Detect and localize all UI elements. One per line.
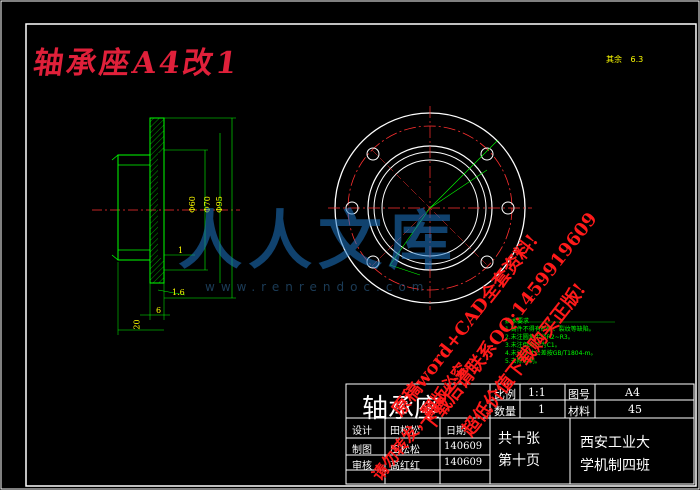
drawing-title: 轴承座A4改1 — [31, 46, 242, 81]
dim-len2: 6 — [156, 306, 162, 315]
roughness-mark: 其余 6.3 — [606, 54, 643, 65]
dim-tol: 1.6 — [172, 288, 185, 297]
draw-date: 140609 — [444, 441, 483, 452]
watermark-url: www.renrendoc.com — [205, 280, 430, 294]
scale-value: 1:1 — [528, 386, 546, 399]
drawing-no-label: 图号 — [568, 388, 590, 401]
roughness-label: 其余 — [606, 55, 622, 64]
school-line-1: 西安工业大 — [580, 435, 650, 451]
part-name: 轴承座 — [362, 394, 441, 424]
review-date: 140609 — [444, 457, 483, 468]
tech-note-3: 3.未注倒角均为C1。 — [505, 342, 561, 349]
drawing-no-value: A4 — [625, 386, 640, 399]
sheets-total: 共十张 — [498, 431, 540, 447]
school-line-2: 学机制四班 — [580, 458, 650, 474]
design-label: 设计 — [352, 426, 372, 437]
tech-note-0: 技术要求 — [505, 318, 530, 325]
dim-len1: 20 — [132, 319, 142, 330]
review-label: 审核 — [352, 461, 372, 472]
tech-note-2: 2.未注圆角半径R2~R3。 — [505, 334, 574, 341]
date-label: 日期 — [446, 426, 466, 437]
scale-label: 比例 — [494, 388, 516, 401]
tech-note-4: 4.未注尺寸公差按GB/T1804-m。 — [505, 350, 597, 357]
tech-note-5: 5.去除毛刺。 — [505, 358, 541, 365]
qty-label: 数量 — [494, 405, 516, 418]
tech-notes: 技术要求 1.铸件不得有砂眼、裂纹等缺陷。 2.未注圆角半径R2~R3。 3.未… — [505, 318, 596, 366]
section-view — [92, 117, 240, 335]
design-name: 田松松 — [390, 426, 420, 437]
roughness-value: 6.3 — [630, 55, 644, 64]
material-value: 45 — [628, 403, 642, 416]
watermark-logo: 人人文库 — [178, 204, 458, 279]
inner-border — [25, 23, 697, 487]
sheet-number: 第十页 — [498, 453, 540, 469]
review-name: 高红红 — [390, 461, 420, 472]
tech-note-1: 1.铸件不得有砂眼、裂纹等缺陷。 — [505, 326, 595, 333]
dim-chamfer: 1 — [178, 246, 184, 255]
material-label: 材料 — [568, 405, 590, 418]
draw-name: 田松松 — [390, 445, 420, 456]
draw-label: 制图 — [352, 445, 372, 456]
front-view — [328, 106, 532, 310]
qty-value: 1 — [538, 403, 545, 416]
title-block-grid — [345, 383, 695, 485]
